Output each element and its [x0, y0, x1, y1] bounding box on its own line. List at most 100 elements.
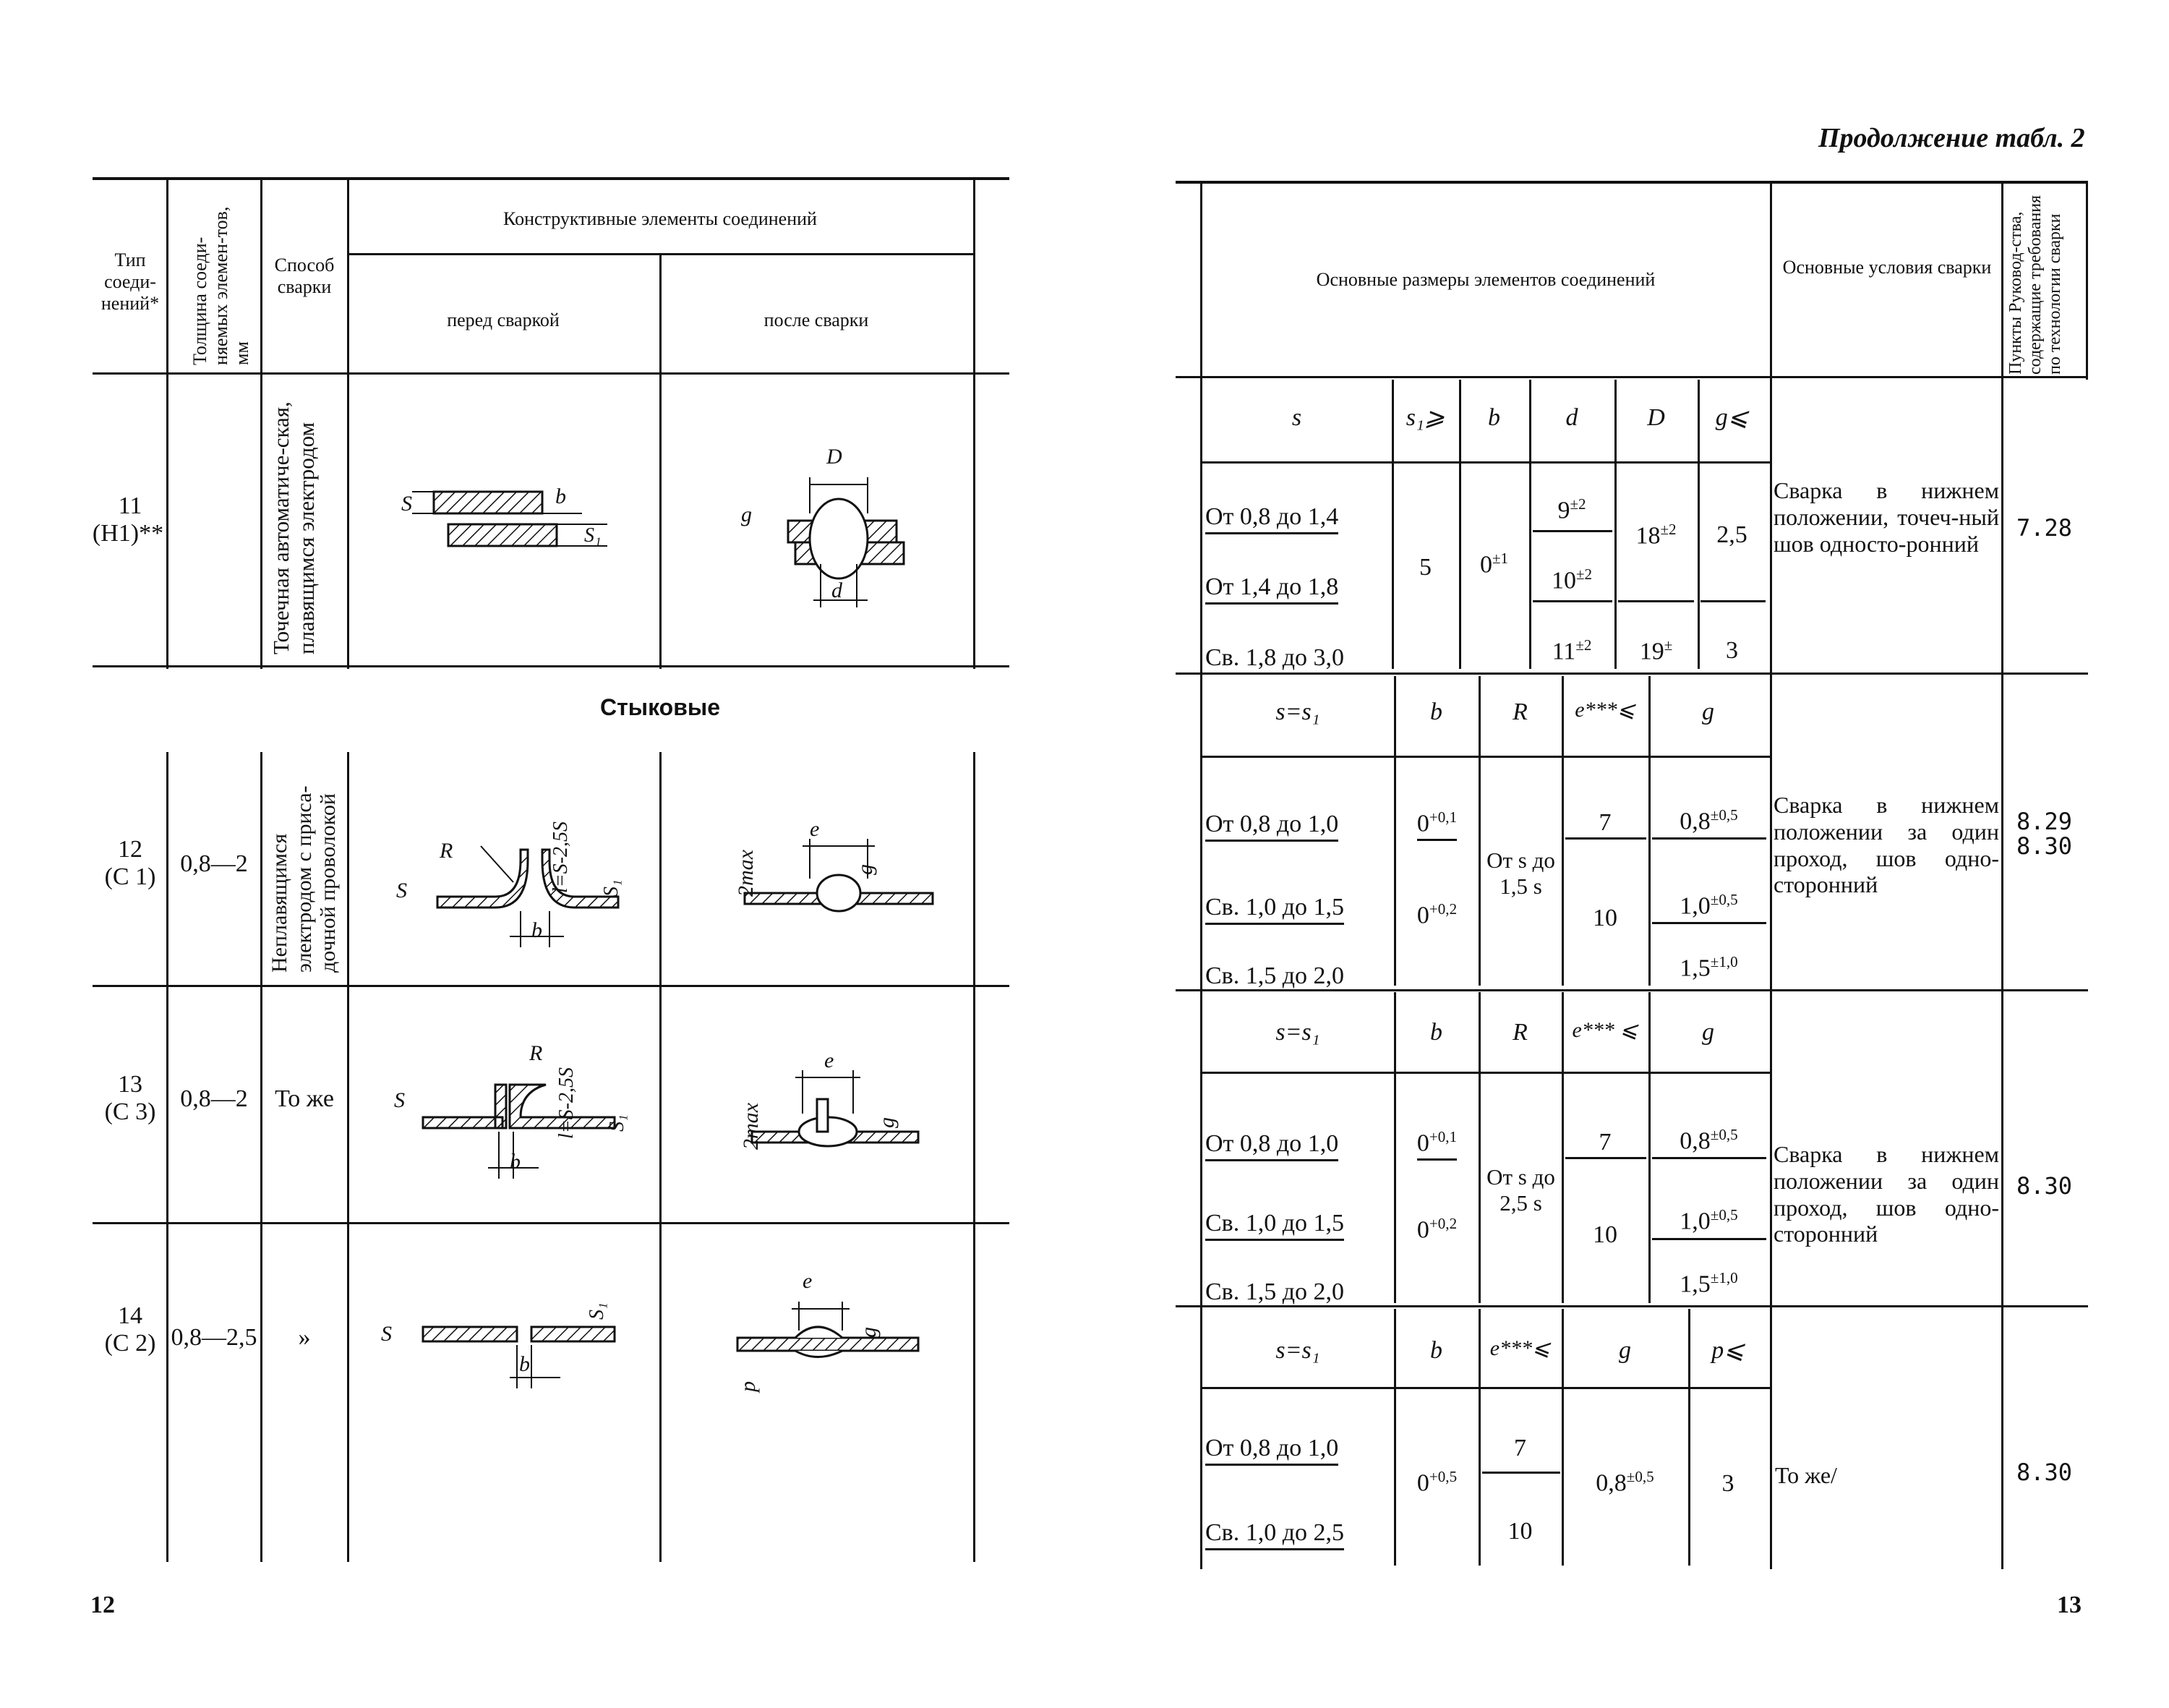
b2-R: От s до 1,5 s [1486, 847, 1555, 899]
label-e-12: e [810, 817, 820, 841]
b2-head-g: g [1702, 699, 1714, 725]
label-e-14: e [803, 1269, 813, 1293]
b2-points-2: 8.30 [2016, 832, 2073, 860]
header-after: после сварки [763, 309, 869, 330]
b3-head-s: s=s₁ [1275, 1019, 1320, 1046]
b3-conditions: Сварка в нижнем положении за один проход… [1774, 1141, 1999, 1247]
label-b-14: b [519, 1352, 530, 1376]
b2-range-2: Св. 1,0 до 1,5 [1205, 893, 1345, 926]
row-12-after-drawing [743, 839, 934, 913]
header-before: перед сваркой [447, 309, 560, 330]
header-method: Способ сварки [274, 255, 335, 297]
b3-head-b: b [1430, 1019, 1442, 1046]
b3-head-g: g [1702, 1019, 1714, 1046]
label-g-11: g [741, 503, 752, 526]
row-11-method: Точечная автоматиче-ская, плавящимся эле… [268, 401, 319, 654]
b3-b-2: 0+0,2 [1416, 1215, 1458, 1244]
b1-head-g: g⩽ [1715, 404, 1749, 431]
b1-range-3: Св. 1,8 до 3,0 [1205, 644, 1345, 671]
b2-conditions: Сварка в нижнем положении за один проход… [1774, 792, 1999, 898]
label-l-12: l=S-2,5S [549, 821, 572, 893]
b1-D-2: 19± [1639, 636, 1673, 665]
label-s1-14: S₁ [586, 1302, 608, 1320]
b4-g: 0,8±0,5 [1596, 1468, 1654, 1497]
row-11-type: 11 [118, 492, 142, 519]
b2-head-s: s=s₁ [1275, 699, 1320, 725]
continuation-title: Продолжение табл. 2 [1818, 123, 2085, 153]
b2-g-2: 1,0±0,5 [1680, 891, 1738, 920]
label-l-13: l=S-2,5S [555, 1067, 578, 1139]
b4-head-s: s=s₁ [1275, 1337, 1320, 1364]
label-R-13: R [529, 1041, 543, 1065]
label-d-11: d [831, 578, 842, 602]
row-13-thickness: 0,8—2 [180, 1085, 248, 1112]
header-points: Пункты Руковод-ства, содержащие требован… [2006, 195, 2064, 375]
b1-conditions: Сварка в нижнем положении, точеч-ный шов… [1774, 477, 1999, 557]
b2-points-1: 8.29 [2016, 808, 2073, 835]
b4-p: 3 [1721, 1470, 1734, 1497]
b1-s1: 5 [1419, 554, 1432, 581]
b1-D-1: 18±2 [1635, 521, 1677, 550]
b3-range-2: Св. 1,0 до 1,5 [1205, 1209, 1345, 1242]
b3-head-e: e*** ⩽ [1572, 1018, 1638, 1042]
b4-head-b: b [1430, 1337, 1442, 1364]
label-R-12: R [440, 839, 453, 863]
b2-range-3: Св. 1,5 до 2,0 [1205, 962, 1345, 989]
row-12-type: 12 [118, 836, 142, 863]
b1-points: 7.28 [2016, 514, 2073, 542]
b2-e-2: 10 [1593, 905, 1617, 931]
b1-range-1: От 0,8 до 1,4 [1205, 503, 1339, 535]
b1-d-2: 10±2 [1551, 565, 1593, 594]
b1-d-1: 9±2 [1557, 495, 1586, 524]
b3-g-2: 1,0±0,5 [1680, 1206, 1738, 1235]
label-p-14: p [736, 1381, 760, 1392]
label-max-12: 2max [734, 850, 758, 897]
b4-points: 8.30 [2016, 1459, 2073, 1486]
b3-g-1: 0,8±0,5 [1680, 1126, 1738, 1155]
b4-b: 0+0,5 [1416, 1468, 1458, 1497]
header-thickness: Толщина соеди-няемых элемен-тов, мм [189, 206, 253, 365]
header-conditions: Основные условия сварки [1782, 257, 1992, 278]
row-11-after-drawing [787, 477, 905, 607]
row-14-after-drawing [736, 1302, 920, 1358]
row-12-thickness: 0,8—2 [180, 850, 248, 877]
b4-head-p: p⩽ [1711, 1337, 1745, 1364]
label-max-13: 2max [739, 1103, 763, 1150]
b1-head-s1: s₁⩾ [1406, 404, 1445, 431]
row-12-code: (С 1) [104, 863, 156, 890]
b1-g-2: 3 [1726, 637, 1738, 664]
label-S-14: S [381, 1322, 392, 1346]
row-13-code: (С 3) [104, 1098, 156, 1125]
label-g-12: g [853, 864, 877, 875]
label-b-11: b [555, 484, 566, 508]
b2-g-1: 0,8±0,5 [1680, 806, 1738, 835]
row-11-code: (Н1)** [92, 520, 164, 547]
b4-e-2: 10 [1507, 1518, 1533, 1545]
row-14-method: » [298, 1324, 311, 1351]
section-butt: Стыковые [599, 694, 721, 720]
b4-e-1: 7 [1514, 1435, 1526, 1461]
label-s1-11: S₁ [584, 524, 602, 547]
label-S-12: S [396, 879, 407, 902]
b1-b: 0±1 [1479, 550, 1509, 578]
b3-range-3: Св. 1,5 до 2,0 [1205, 1278, 1345, 1305]
row-14-thickness: 0,8—2,5 [171, 1324, 257, 1351]
label-b-13: b [510, 1150, 521, 1174]
label-g-13: g [875, 1117, 899, 1128]
b3-range-1: От 0,8 до 1,0 [1205, 1130, 1339, 1162]
b4-range-1: От 0,8 до 1,0 [1205, 1434, 1339, 1466]
row-14-type: 14 [118, 1302, 142, 1329]
b1-head-D: D [1647, 404, 1665, 431]
b3-e-2: 10 [1593, 1221, 1617, 1248]
b2-b-1: 0+0,1 [1395, 808, 1479, 842]
b4-head-e: e***⩽ [1489, 1336, 1551, 1360]
label-g-14: g [857, 1327, 881, 1338]
b2-head-e: e***⩽ [1575, 698, 1635, 722]
b1-range-2: От 1,4 до 1,8 [1205, 573, 1339, 605]
label-s-11: S [401, 492, 412, 516]
row-11-before-drawing [412, 490, 607, 547]
b2-g-3: 1,5±1,0 [1680, 953, 1738, 982]
b3-points: 8.30 [2016, 1172, 2073, 1200]
b3-e-1: 7 [1599, 1129, 1612, 1156]
label-e-13: e [824, 1049, 834, 1072]
